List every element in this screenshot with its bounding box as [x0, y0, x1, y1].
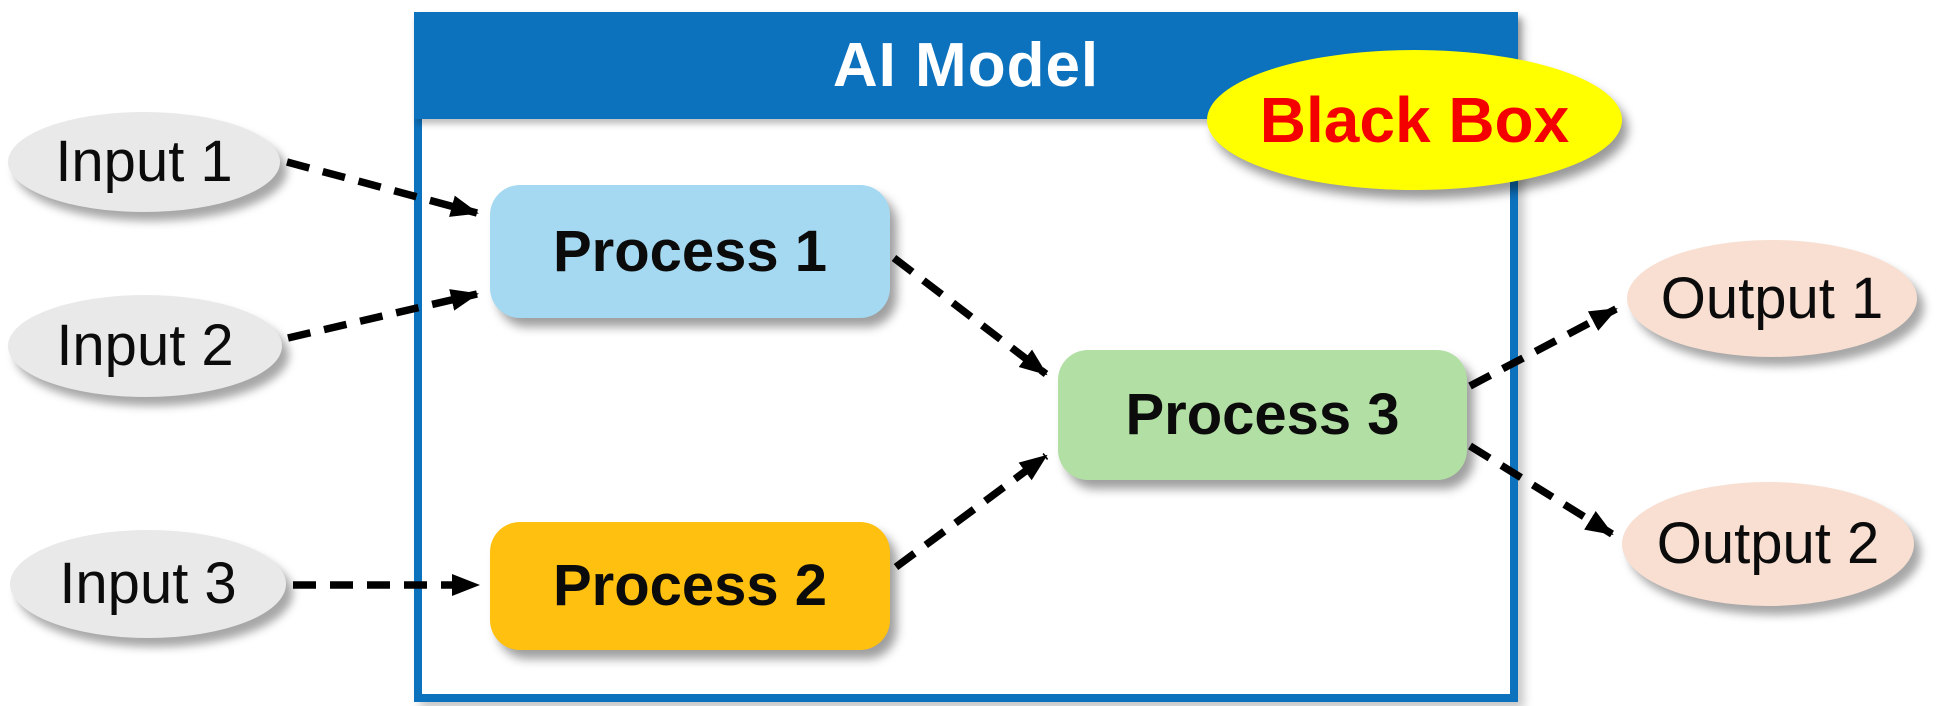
input-2-label: Input 2	[56, 313, 234, 378]
node-output-2: Output 2	[1622, 482, 1914, 606]
node-input-2: Input 2	[8, 295, 282, 397]
input-3-label: Input 3	[59, 551, 237, 616]
node-process-3: Process 3	[1058, 350, 1467, 480]
input-1-label: Input 1	[55, 129, 233, 194]
process-2-label: Process 2	[552, 553, 828, 618]
node-process-1: Process 1	[490, 185, 890, 318]
node-output-1: Output 1	[1627, 240, 1917, 357]
black-box-label: Black Box	[1259, 84, 1570, 156]
ai-model-title: AI Model	[832, 30, 1100, 100]
node-input-1: Input 1	[8, 112, 280, 212]
process-3-label: Process 3	[1125, 382, 1400, 447]
black-box-badge: Black Box	[1207, 50, 1622, 190]
process-1-label: Process 1	[552, 218, 828, 284]
node-process-2: Process 2	[490, 522, 890, 650]
node-input-3: Input 3	[10, 530, 286, 638]
output-1-label: Output 1	[1660, 265, 1884, 331]
output-2-label: Output 2	[1656, 511, 1880, 576]
